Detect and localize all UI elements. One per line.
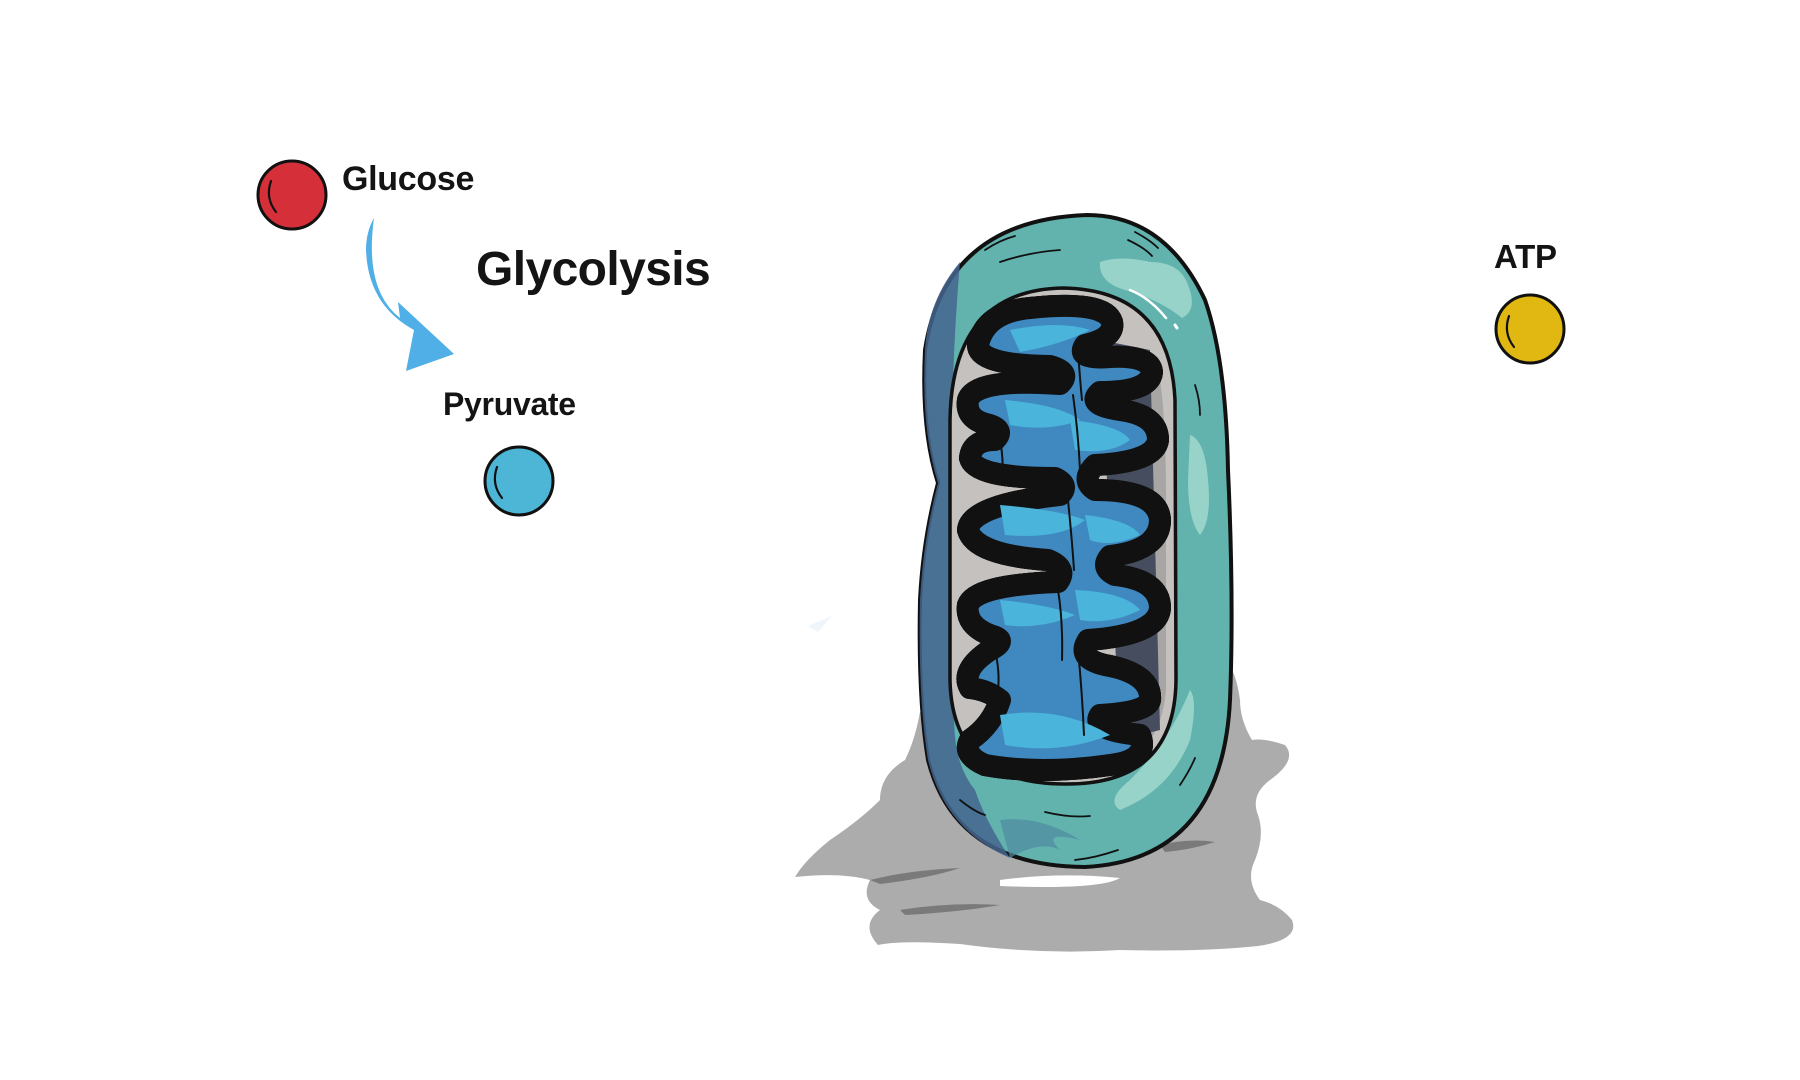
mitochondrion-illustration [795,212,1294,952]
glycolysis-title: Glycolysis [476,243,711,296]
glycolysis-arrow-icon [366,218,454,371]
shadow-shape [795,660,1294,952]
pyruvate-molecule-icon [483,445,555,517]
highlight [1099,258,1192,318]
artifact-mark [808,616,832,632]
atp-label: ATP [1494,238,1557,275]
pyruvate-label: Pyruvate [443,386,576,422]
glucose-label: Glucose [342,160,475,198]
glucose-molecule-icon [256,159,328,231]
atp-molecule-icon [1494,293,1566,365]
